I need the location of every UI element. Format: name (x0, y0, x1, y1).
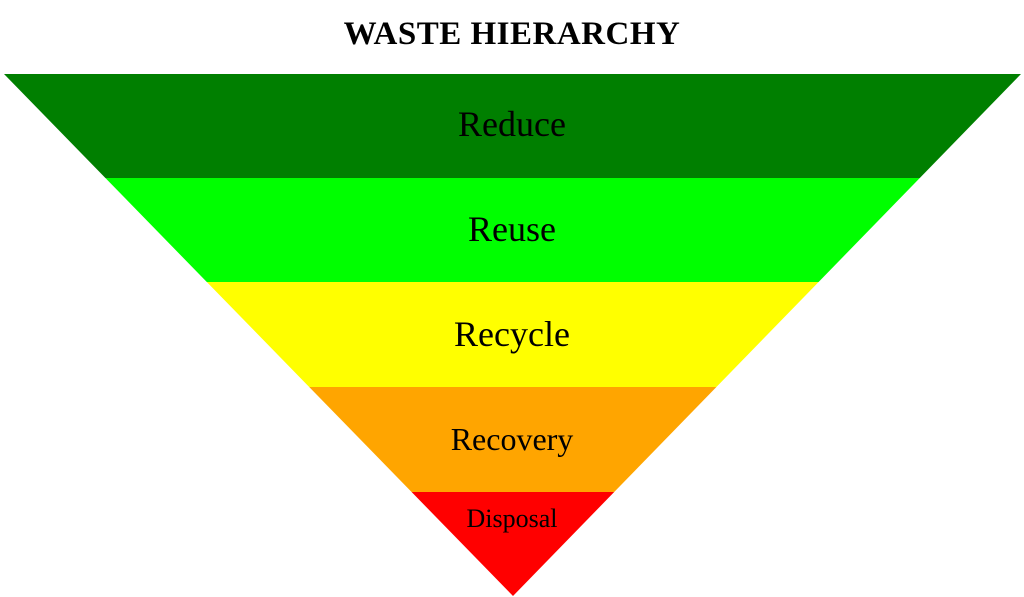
level-reuse-band (105, 178, 920, 282)
level-disposal-band (411, 492, 615, 596)
level-recovery-label: Recovery (450, 421, 574, 457)
level-recovery-band (309, 387, 717, 492)
level-recycle-band (206, 282, 819, 387)
level-recycle-label: Recycle (454, 314, 570, 354)
diagram-title: WASTE HIERARCHY (343, 16, 681, 52)
level-reuse-label: Reuse (468, 209, 556, 249)
level-disposal-label: Disposal (466, 504, 558, 533)
level-reduce-label: Reduce (458, 104, 566, 144)
level-reduce-band (4, 74, 1021, 178)
